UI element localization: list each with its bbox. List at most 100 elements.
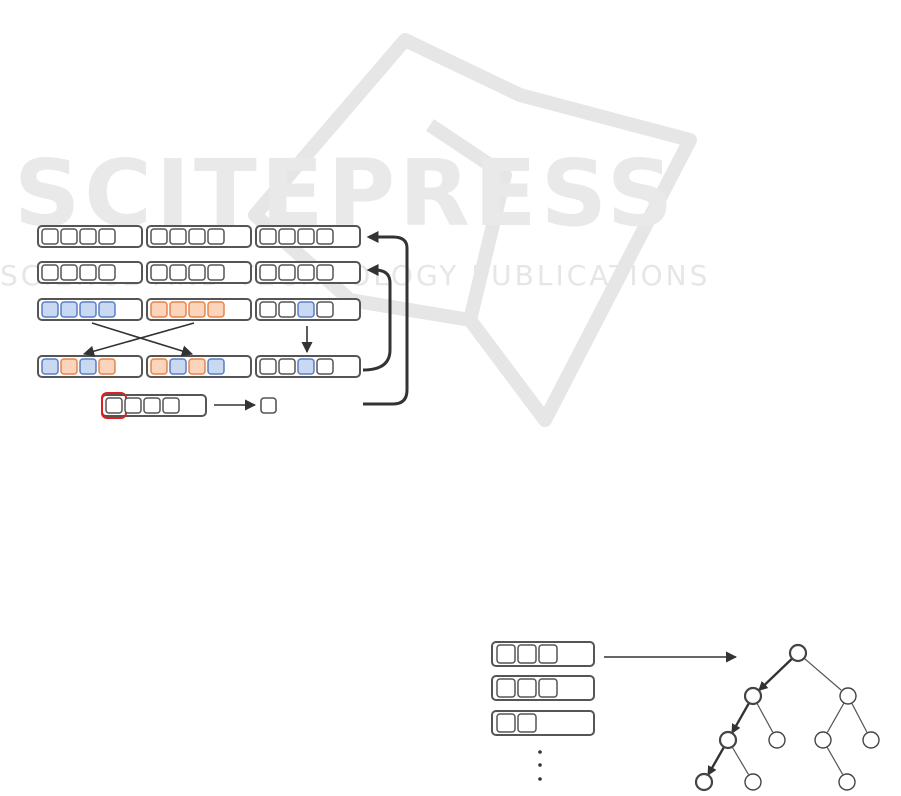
gene-cell: [125, 398, 141, 413]
gene-cell: [61, 265, 77, 280]
tree-string: [492, 711, 594, 735]
ellipsis-dot: [538, 750, 542, 754]
gene-cell: [170, 302, 186, 317]
gene-cell: [99, 229, 115, 244]
tree-diagram: [492, 642, 879, 790]
gene-cell: [298, 265, 314, 280]
gene-cell: [208, 359, 224, 374]
tree-node: [745, 774, 761, 790]
gene-cell: [42, 229, 58, 244]
tree-edge: [804, 658, 841, 690]
gene-cell: [80, 265, 96, 280]
tree-node: [840, 688, 856, 704]
gene-cell: [279, 265, 295, 280]
gene-cell: [61, 229, 77, 244]
tree-string: [492, 676, 594, 700]
gene-cell: [208, 265, 224, 280]
gene-cell: [497, 679, 515, 697]
tree-node: [815, 732, 831, 748]
gene-cell: [497, 714, 515, 732]
gene-cell: [208, 229, 224, 244]
gene-cell: [42, 302, 58, 317]
gene-cell: [99, 302, 115, 317]
gene-cell: [539, 645, 557, 663]
tree-node: [863, 732, 879, 748]
tree-path-node: [745, 688, 761, 704]
gene-cell: [80, 229, 96, 244]
gene-cell: [260, 265, 276, 280]
gene-cell: [260, 359, 276, 374]
gene-cell: [163, 398, 179, 413]
gene-cell: [151, 229, 167, 244]
offspring-string: [147, 356, 251, 377]
gene-cell: [298, 359, 314, 374]
population-string: [38, 262, 142, 283]
gene-cell: [189, 265, 205, 280]
crossover-diagram: [38, 226, 407, 418]
gene-cell: [170, 229, 186, 244]
population-string: [256, 226, 360, 247]
gene-cell: [151, 359, 167, 374]
gene-cell: [260, 229, 276, 244]
gene-cell: [80, 359, 96, 374]
gene-cell: [317, 265, 333, 280]
gene-cell: [42, 265, 58, 280]
gene-cell: [317, 229, 333, 244]
gene-cell: [189, 302, 205, 317]
population-string: [38, 226, 142, 247]
gene-cell: [518, 679, 536, 697]
tree-edge: [732, 747, 748, 774]
tree-path-edge: [708, 747, 724, 774]
gene-cell: [317, 359, 333, 374]
tree-path-node: [790, 645, 806, 661]
gene-cell: [189, 359, 205, 374]
ellipsis-dot: [538, 777, 542, 781]
gene-cell: [170, 265, 186, 280]
parent-string: [147, 299, 251, 320]
tree-path-node: [720, 732, 736, 748]
gene-cell: [189, 229, 205, 244]
gene-cell: [99, 265, 115, 280]
parent-string: [256, 299, 360, 320]
gene-cell: [106, 398, 122, 413]
gene-cell: [61, 359, 77, 374]
tree-node: [769, 732, 785, 748]
gene-cell: [151, 302, 167, 317]
gene-cell: [80, 302, 96, 317]
gene-cell: [260, 302, 276, 317]
gene-cell: [298, 302, 314, 317]
gene-cell: [144, 398, 160, 413]
gene-cell: [539, 679, 557, 697]
tree-path-edge: [760, 659, 793, 690]
gene-cell: [298, 229, 314, 244]
population-string: [147, 262, 251, 283]
gene-cell: [151, 265, 167, 280]
tree-edge: [827, 703, 844, 732]
gene-cell: [279, 302, 295, 317]
population-string: [256, 262, 360, 283]
tree-path-node: [696, 774, 712, 790]
gene-cell: [99, 359, 115, 374]
tree-string: [492, 642, 594, 666]
output-cell: [261, 398, 276, 413]
gene-cell: [497, 645, 515, 663]
tree-edge: [757, 703, 773, 732]
tree-edge: [827, 747, 843, 774]
gene-cell: [317, 302, 333, 317]
gene-cell: [42, 359, 58, 374]
tree-path-edge: [732, 703, 749, 732]
population-string: [147, 226, 251, 247]
gene-cell: [61, 302, 77, 317]
gene-cell: [518, 645, 536, 663]
parent-string: [38, 299, 142, 320]
offspring-string: [38, 356, 142, 377]
gene-cell: [208, 302, 224, 317]
ellipsis-dot: [538, 763, 542, 767]
selected-string: [102, 393, 206, 418]
gene-cell: [279, 229, 295, 244]
tree-node: [839, 774, 855, 790]
gene-cell: [279, 359, 295, 374]
gene-cell: [518, 714, 536, 732]
